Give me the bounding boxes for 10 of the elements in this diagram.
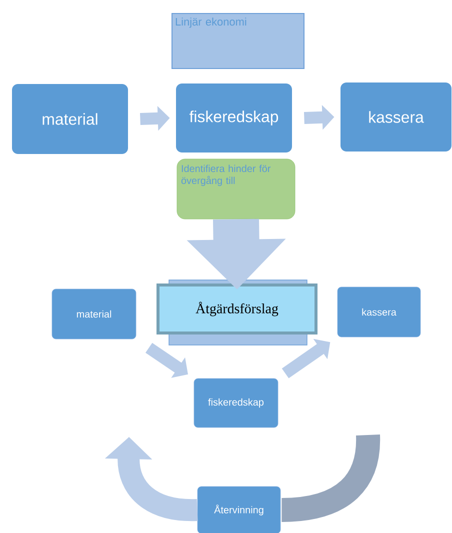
process-box: kassera (340, 82, 452, 152)
process-box: material (52, 288, 136, 340)
process-box: material (12, 84, 128, 154)
process-box: fiskeredskap (176, 84, 292, 152)
process-box: fiskeredskap (194, 378, 278, 428)
process-box: kassera (337, 286, 421, 338)
action-box: Åtgärdsförslag (156, 280, 318, 346)
process-box: Återvinning (197, 486, 281, 533)
process-box: Identifiera hinder för övergång till (176, 158, 296, 220)
heading-box: Linjär ekonomi (172, 13, 304, 69)
